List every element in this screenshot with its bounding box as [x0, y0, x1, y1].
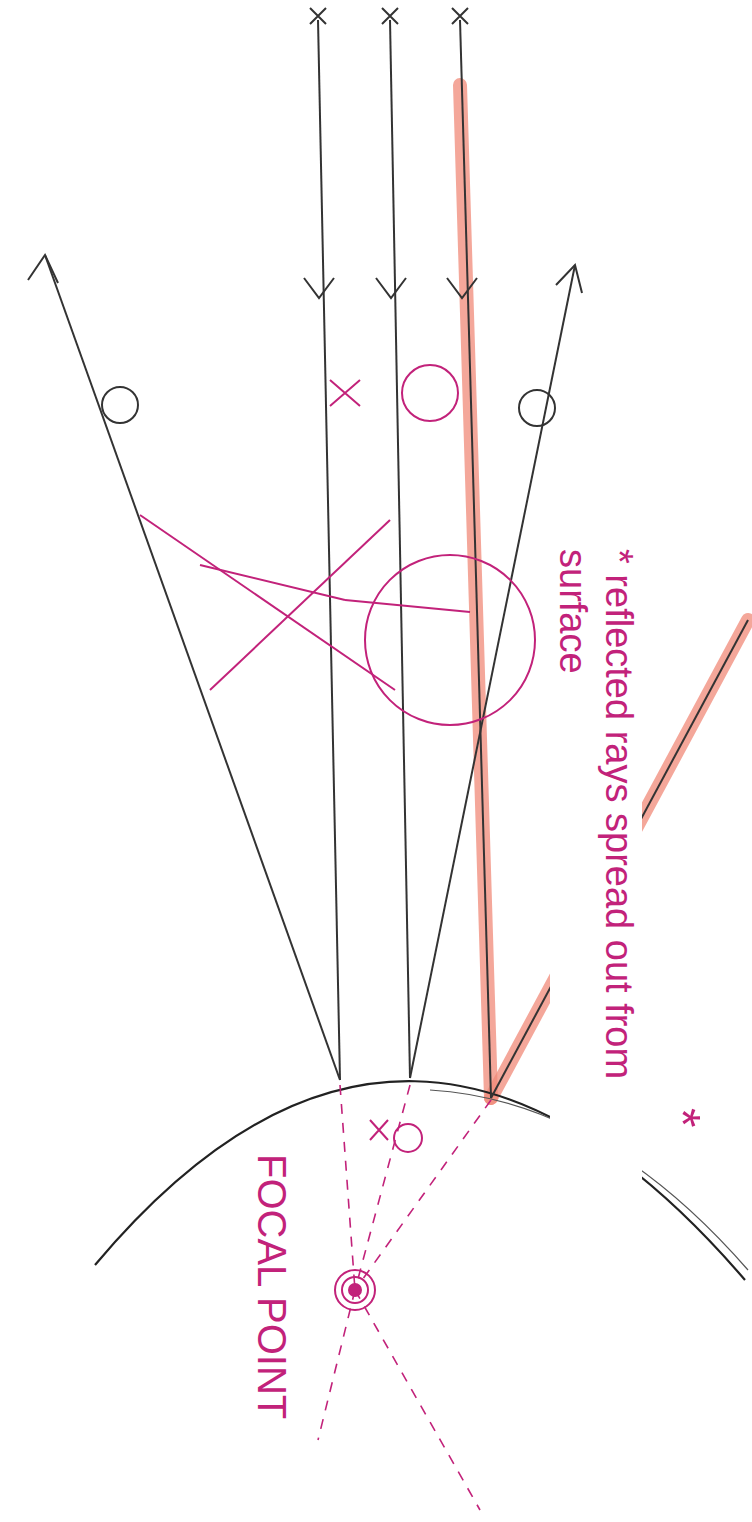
convex-mirror [95, 1081, 745, 1280]
footnote-star: * [652, 1108, 712, 1127]
virtual-ray-extension [318, 1085, 491, 1510]
angle-construction [140, 365, 535, 1152]
focal-point-mark [335, 1270, 375, 1310]
incident-rays [304, 8, 491, 1098]
focal-point-label: FOCAL POINT [248, 1150, 296, 1423]
note-text: * reflected rays spread out from surface [550, 545, 642, 1213]
